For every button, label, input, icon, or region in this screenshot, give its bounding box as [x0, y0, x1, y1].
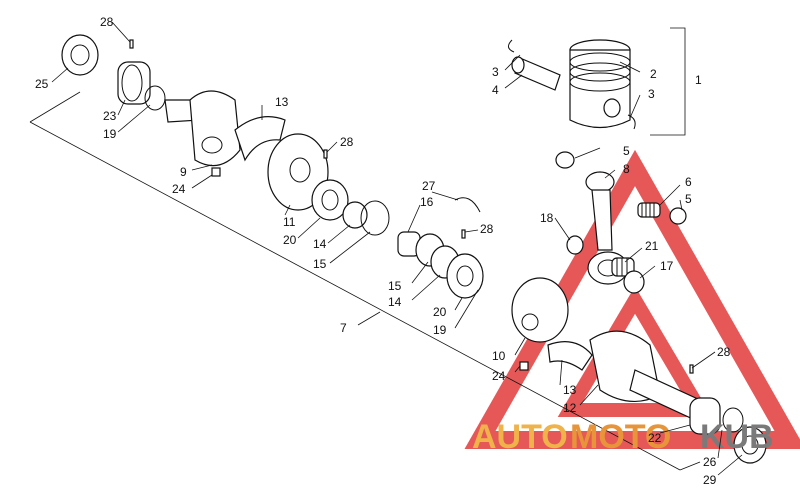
flywheel-half-left	[267, 133, 329, 211]
callout-22: 22	[648, 431, 662, 445]
callout-24-center: 24	[492, 369, 506, 383]
callout-3-right: 3	[648, 87, 655, 101]
snap-ring-right	[722, 407, 744, 433]
callout-13-bottom: 13	[563, 383, 577, 397]
flywheel-half-right	[511, 277, 569, 343]
callout-29: 29	[703, 473, 717, 487]
callout-20-center: 20	[433, 305, 447, 319]
callout-24-left: 24	[172, 182, 186, 196]
dowel-pins	[129, 39, 694, 374]
callout-19-center: 19	[433, 323, 447, 337]
bearing-left	[117, 61, 151, 105]
crank-plate-right	[547, 341, 593, 371]
callout-28-b: 28	[340, 135, 354, 149]
callout-1: 1	[695, 73, 702, 87]
small-end-washer-right	[669, 207, 687, 225]
callout-12: 12	[563, 401, 577, 415]
callout-6: 6	[685, 175, 692, 189]
big-end-thrust-washer	[623, 270, 645, 294]
callout-27: 27	[422, 179, 436, 193]
needle-bearing-small	[637, 202, 661, 218]
piston-pin-clip-left	[508, 39, 515, 53]
callout-4: 4	[492, 83, 499, 97]
callout-28-a: 28	[100, 15, 114, 29]
leader-lines	[51, 21, 743, 476]
center-bearing	[446, 253, 484, 299]
ring-left	[360, 200, 390, 236]
needle-bearing-large	[611, 257, 635, 277]
callout-13-top: 13	[275, 95, 289, 109]
small-end-washer	[555, 151, 575, 169]
callout-15-center: 15	[388, 279, 402, 293]
callout-14-left: 14	[313, 237, 327, 251]
crank-half-left	[164, 90, 241, 167]
crank-plate-left	[234, 116, 286, 162]
callout-3-left: 3	[492, 65, 499, 79]
callout-26: 26	[703, 455, 717, 469]
callout-5-right: 5	[685, 192, 692, 206]
callout-10: 10	[492, 349, 506, 363]
bearing-right	[689, 397, 721, 435]
main-bearing-left	[311, 179, 349, 221]
callout-17: 17	[660, 259, 674, 273]
crank-half-right	[589, 330, 701, 421]
piston	[569, 39, 631, 129]
shim-left	[342, 201, 368, 229]
callout-28-d: 28	[717, 345, 731, 359]
key-left	[211, 167, 221, 177]
oil-seal-right	[733, 426, 767, 464]
callout-5-top: 5	[623, 144, 630, 158]
callout-23: 23	[103, 109, 117, 123]
retaining-clip	[454, 197, 481, 213]
snap-ring-left	[144, 85, 166, 111]
piston-pin-clip-right	[627, 114, 636, 130]
big-end-washer	[566, 235, 584, 255]
watermark-text: AUTO MOTO KUB	[472, 418, 774, 456]
callout-19-left: 19	[103, 127, 117, 141]
callout-28-c: 28	[480, 222, 494, 236]
callout-7: 7	[340, 321, 347, 335]
callout-21: 21	[645, 239, 659, 253]
callout-8: 8	[623, 162, 630, 176]
callout-25: 25	[35, 77, 49, 91]
callout-15-left: 15	[313, 257, 327, 271]
callout-11: 11	[283, 215, 296, 229]
watermark-text-moto: MOTO	[570, 418, 671, 456]
callout-labels: 1 2 3 3 4 5 5 6 7 8 9 10 11 12 13 13 14 …	[35, 15, 731, 487]
piston-assembly-bracket	[650, 27, 686, 136]
callout-18: 18	[540, 211, 554, 225]
oil-seal-left	[61, 34, 99, 76]
callout-2: 2	[650, 67, 657, 81]
callout-14-center: 14	[388, 295, 402, 309]
callout-16: 16	[420, 195, 434, 209]
piston-pin	[511, 56, 561, 91]
callout-20-left: 20	[283, 233, 297, 247]
watermark-text-kub: KUB	[700, 418, 774, 456]
assembly-outline	[29, 91, 701, 471]
key-right	[519, 361, 529, 371]
watermark-text-auto: AUTO	[472, 418, 568, 456]
callout-9: 9	[180, 165, 187, 179]
